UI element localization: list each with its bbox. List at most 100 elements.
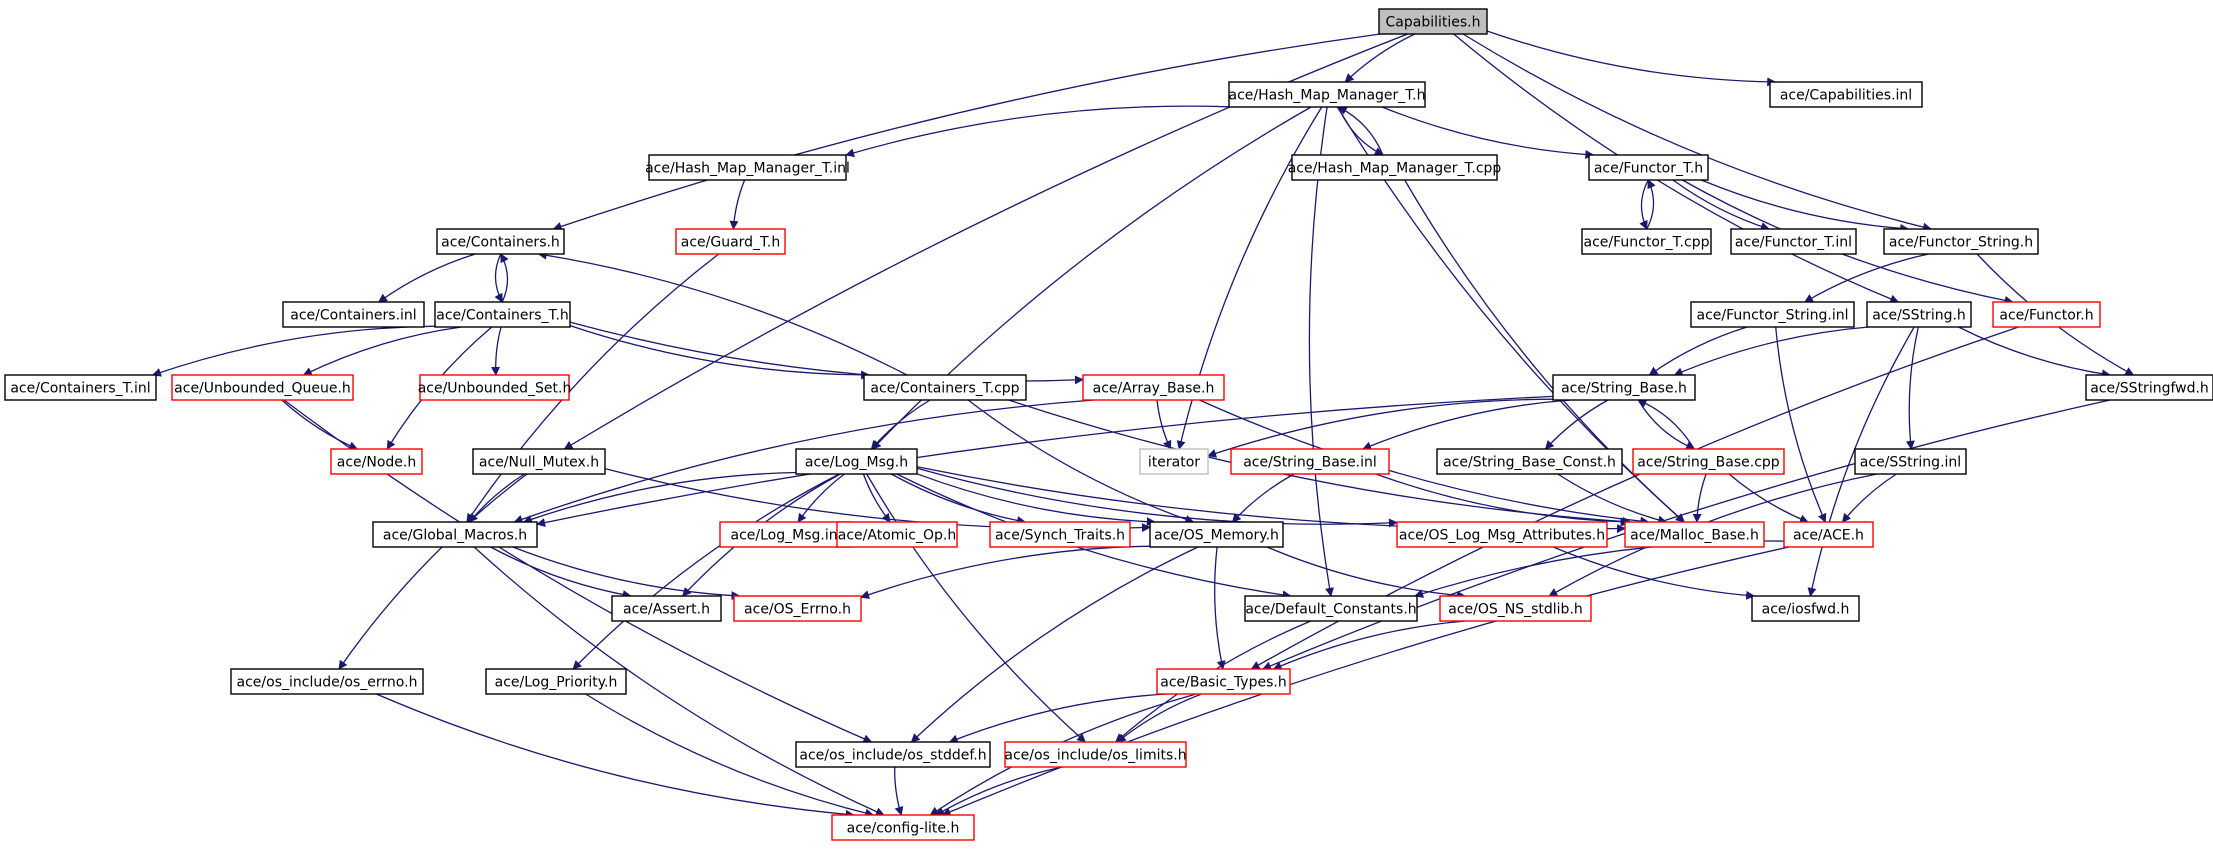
node-functor-h[interactable]: ace/Functor.h [1992,301,2101,328]
node-string-base-inl[interactable]: ace/String_Base.inl [1230,448,1390,475]
node-label: ace/Guard_T.h [681,235,781,251]
node-box [611,595,722,622]
node-functor-t-h[interactable]: ace/Functor_T.h [1588,154,1709,181]
edge-string-base-h-to-string-base-inl [1362,399,1572,451]
node-containers-t-h[interactable]: ace/Containers_T.h [434,301,571,328]
edge-os-include-os-errno-h-to-config-lite-h [376,693,855,819]
node-functor-t-cpp[interactable]: ace/Functor_T.cpp [1581,228,1712,255]
node-containers-h[interactable]: ace/Containers.h [436,228,565,255]
node-box [419,374,570,401]
node-box [1624,521,1765,548]
node-label: ace/Containers.inl [290,308,416,324]
node-functor-t-inl[interactable]: ace/Functor_T.inl [1730,228,1857,255]
node-log-msg-h[interactable]: ace/Log_Msg.h [795,448,918,475]
edge-array-base-h-to-iterator [1156,399,1172,450]
node-box [1291,154,1498,181]
node-null-mutex-h[interactable]: ace/Null_Mutex.h [472,448,606,475]
node-array-base-h[interactable]: ace/Array_Base.h [1082,374,1225,401]
node-os-include-os-stddef-h[interactable]: ace/os_include/os_stddef.h [795,741,991,768]
node-malloc-base-h[interactable]: ace/Malloc_Base.h [1624,521,1765,548]
node-box [863,374,1027,401]
node-label: ace/Array_Base.h [1093,381,1215,397]
node-atomic-op-h[interactable]: ace/Atomic_Op.h [836,521,958,548]
node-label: iterator [1148,455,1200,471]
node-log-priority-h[interactable]: ace/Log_Priority.h [485,668,627,695]
node-box [1244,595,1418,622]
node-label: ace/Capabilities.inl [1780,88,1912,104]
node-label: ace/Global_Macros.h [383,528,527,544]
node-label: ace/Functor_String.inl [1696,308,1848,324]
node-box [485,668,627,695]
node-containers-inl[interactable]: ace/Containers.inl [282,301,425,328]
node-box [1396,521,1608,548]
edge-capabilities-h-to-containers-h [552,33,1381,231]
node-os-errno-h[interactable]: ace/OS_Errno.h [733,595,862,622]
node-unbounded-set-h[interactable]: ace/Unbounded_Set.h [418,374,572,401]
edge-string-base-cpp-to-string-base-h [1637,399,1695,450]
node-global-macros-h[interactable]: ace/Global_Macros.h [372,521,538,548]
node-sstringfwd-h[interactable]: ace/SStringfwd.h [2085,374,2213,401]
node-label: ace/Functor.h [1999,308,2093,324]
node-containers-t-inl[interactable]: ace/Containers_T.inl [4,374,157,401]
node-os-log-msg-attributes-h[interactable]: ace/OS_Log_Msg_Attributes.h [1396,521,1608,548]
edge-layer [151,30,2135,819]
edge-log-msg-h-to-default-constants-h [896,473,1292,600]
node-os-include-os-errno-h[interactable]: ace/os_include/os_errno.h [230,668,424,695]
node-sstring-h[interactable]: ace/SString.h [1866,301,1972,328]
edge-log-msg-h-to-os-include-os-limits-h [866,473,1086,743]
edge-os-memory-h-to-os-ns-stdlib-h [1266,546,1466,600]
node-string-base-const-h[interactable]: ace/String_Base_Const.h [1436,448,1623,475]
node-string-base-h[interactable]: ace/String_Base.h [1552,374,1696,401]
node-synch-traits-h[interactable]: ace/Synch_Traits.h [989,521,1131,548]
node-string-base-cpp[interactable]: ace/String_Base.cpp [1632,448,1785,475]
edge-containers-t-cpp-to-log-msg-h [870,399,931,450]
node-label: ace/Functor_T.inl [1735,235,1852,251]
node-hash-map-manager-t-h[interactable]: ace/Hash_Map_Manager_T.h [1228,81,1426,108]
node-sstring-inl[interactable]: ace/SString.inl [1854,448,1967,475]
edge-hash-map-manager-t-inl-to-guard-t-h [729,179,746,230]
edge-global-macros-h-to-config-lite-h [473,546,885,816]
node-basic-types-h[interactable]: ace/Basic_Types.h [1156,668,1291,695]
node-node-h[interactable]: ace/Node.h [330,448,423,475]
edge-basic-types-h-to-os-include-os-limits-h [1116,693,1202,743]
node-iosfwd-h[interactable]: ace/iosfwd.h [1751,595,1860,622]
node-assert-h[interactable]: ace/Assert.h [611,595,722,622]
node-functor-string-inl[interactable]: ace/Functor_String.inl [1690,301,1855,328]
node-box [1883,228,2039,255]
edge-containers-h-to-containers-inl [377,253,476,303]
node-box [831,814,975,841]
node-hash-map-manager-t-cpp[interactable]: ace/Hash_Map_Manager_T.cpp [1288,154,1502,181]
node-functor-string-h[interactable]: ace/Functor_String.h [1883,228,2039,255]
node-log-msg-inl[interactable]: ace/Log_Msg.inl [719,521,853,548]
edge-containers-t-h-to-containers-t-cpp [569,324,871,380]
edge-log-priority-h-to-config-lite-h [585,693,875,818]
node-os-memory-h[interactable]: ace/OS_Memory.h [1149,521,1284,548]
edge-string-base-cpp-to-ace-h [1728,473,1809,524]
edge-log-msg-h-to-log-priority-h [572,473,840,670]
node-ace-h[interactable]: ace/ACE.h [1783,521,1874,548]
node-label: ace/Unbounded_Queue.h [174,381,351,397]
node-capabilities-inl[interactable]: ace/Capabilities.inl [1769,81,1923,108]
node-box [1230,448,1390,475]
node-guard-t-h[interactable]: ace/Guard_T.h [675,228,786,255]
node-box [1156,668,1291,695]
node-containers-t-cpp[interactable]: ace/Containers_T.cpp [863,374,1027,401]
node-box [230,668,424,695]
node-label: ace/Unbounded_Set.h [418,381,572,397]
node-box [1866,301,1972,328]
node-box [282,301,425,328]
node-config-lite-h[interactable]: ace/config-lite.h [831,814,975,841]
node-default-constants-h[interactable]: ace/Default_Constants.h [1244,595,1418,622]
node-box [1854,448,1967,475]
node-label: ace/os_include/os_limits.h [1004,748,1186,764]
edge-sstring-inl-to-ace-h [1841,473,1897,523]
edge-containers-t-h-to-unbounded-set-h [491,326,502,376]
node-os-include-os-limits-h[interactable]: ace/os_include/os_limits.h [1004,741,1187,768]
node-label: ace/String_Base.cpp [1637,455,1780,471]
node-os-ns-stdlib-h[interactable]: ace/OS_NS_stdlib.h [1439,595,1592,622]
node-hash-map-manager-t-inl[interactable]: ace/Hash_Map_Manager_T.inl [645,154,850,181]
node-unbounded-queue-h[interactable]: ace/Unbounded_Queue.h [171,374,354,401]
node-label: ace/Containers.h [441,235,560,251]
edge-capabilities-h-to-functor-string-h [1462,33,1932,232]
